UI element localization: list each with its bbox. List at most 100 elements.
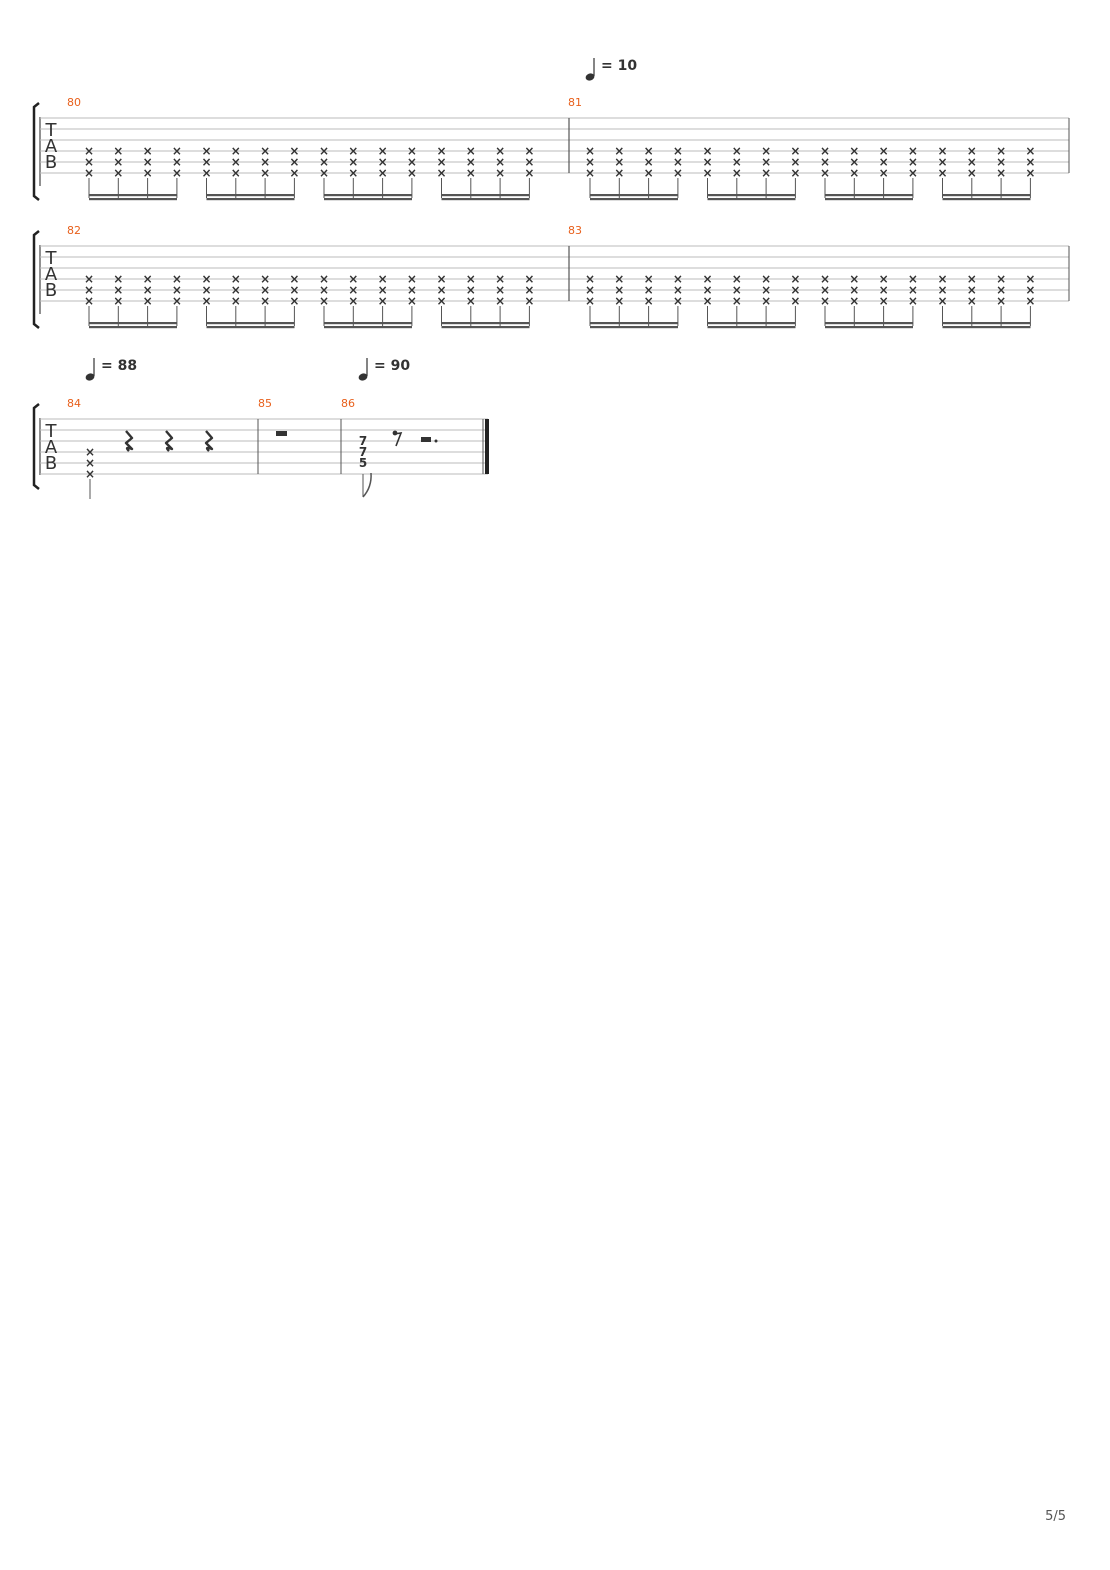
dead-note: × xyxy=(820,166,830,180)
beam xyxy=(441,322,530,325)
dead-note: × xyxy=(585,166,595,180)
dead-note: × xyxy=(378,272,388,286)
dead-note: × xyxy=(673,155,683,169)
dead-note: × xyxy=(466,155,476,169)
dead-note: × xyxy=(879,144,889,158)
dead-note: × xyxy=(172,283,182,297)
dead-note: × xyxy=(231,294,241,308)
beam xyxy=(441,194,530,197)
dead-note: × xyxy=(495,283,505,297)
dead-note: × xyxy=(172,166,182,180)
dead-note: × xyxy=(908,144,918,158)
tab-clef-letter: A xyxy=(45,136,58,157)
dead-note: × xyxy=(495,272,505,286)
tempo-note-head xyxy=(585,73,595,81)
beam xyxy=(324,326,412,329)
tempo-marking: = 10 xyxy=(601,58,637,74)
dead-note: × xyxy=(732,272,742,286)
dead-note: × xyxy=(407,294,417,308)
tab-clef-letter: T xyxy=(45,248,58,269)
dead-note: × xyxy=(466,144,476,158)
beam xyxy=(707,194,796,197)
dead-note: × xyxy=(702,166,712,180)
dead-note: × xyxy=(849,155,859,169)
measure-number: 83 xyxy=(568,224,582,237)
dead-note: × xyxy=(614,144,624,158)
dead-note: × xyxy=(289,272,299,286)
dead-note: × xyxy=(996,166,1006,180)
dead-note: × xyxy=(407,272,417,286)
tempo-note-head xyxy=(358,373,368,381)
dead-note: × xyxy=(113,272,123,286)
dead-note: × xyxy=(820,283,830,297)
beam xyxy=(707,198,796,201)
dead-note: × xyxy=(1025,166,1035,180)
dead-note: × xyxy=(967,155,977,169)
dead-note: × xyxy=(407,166,417,180)
dead-note: × xyxy=(201,294,211,308)
dead-note: × xyxy=(1025,272,1035,286)
dead-note: × xyxy=(84,155,94,169)
beam xyxy=(707,326,796,329)
dead-note: × xyxy=(849,144,859,158)
dead-note: × xyxy=(644,294,654,308)
system-bracket xyxy=(32,230,40,329)
dead-note: × xyxy=(378,166,388,180)
tab-clef-letter: B xyxy=(45,453,57,474)
dead-note: × xyxy=(849,272,859,286)
dead-note: × xyxy=(113,155,123,169)
dead-note: × xyxy=(201,166,211,180)
dead-note: × xyxy=(967,166,977,180)
dead-note: × xyxy=(1025,294,1035,308)
final-barline-thick xyxy=(485,419,489,474)
dead-note: × xyxy=(790,166,800,180)
dead-note: × xyxy=(820,144,830,158)
dead-note: × xyxy=(260,272,270,286)
dead-note: × xyxy=(879,166,889,180)
dead-note: × xyxy=(614,283,624,297)
dead-note: × xyxy=(143,283,153,297)
measure-number: 86 xyxy=(341,397,355,410)
dead-note: × xyxy=(644,155,654,169)
dead-note: × xyxy=(702,155,712,169)
dead-note: × xyxy=(524,283,534,297)
beam xyxy=(89,194,177,197)
dead-note: × xyxy=(172,272,182,286)
dead-note: × xyxy=(996,272,1006,286)
dead-note: × xyxy=(673,144,683,158)
dead-note: × xyxy=(260,166,270,180)
dead-note: × xyxy=(908,166,918,180)
beam xyxy=(825,326,913,329)
dead-note: × xyxy=(996,294,1006,308)
dead-note: × xyxy=(436,294,446,308)
dead-note: × xyxy=(937,294,947,308)
dead-note: × xyxy=(879,294,889,308)
beam xyxy=(324,194,412,197)
dead-note: × xyxy=(143,155,153,169)
dead-note: × xyxy=(378,294,388,308)
dead-note: × xyxy=(849,294,859,308)
beam xyxy=(441,326,530,329)
dead-note: × xyxy=(289,166,299,180)
dead-note: × xyxy=(673,294,683,308)
tempo-marking: = 90 xyxy=(374,358,410,374)
dead-note: × xyxy=(378,144,388,158)
beam xyxy=(206,198,295,201)
dead-note: × xyxy=(908,283,918,297)
dead-note: × xyxy=(231,155,241,169)
dead-note: × xyxy=(348,272,358,286)
dead-note: × xyxy=(732,166,742,180)
dead-note: × xyxy=(585,294,595,308)
dead-note: × xyxy=(879,283,889,297)
beam xyxy=(707,322,796,325)
dead-note: × xyxy=(84,283,94,297)
beam xyxy=(942,198,1031,201)
dead-note: × xyxy=(702,283,712,297)
dead-note: × xyxy=(84,166,94,180)
dead-note: × xyxy=(348,166,358,180)
dead-note: × xyxy=(790,294,800,308)
tempo-marking: = 88 xyxy=(101,358,137,374)
dead-note: × xyxy=(348,155,358,169)
beam xyxy=(590,326,678,329)
dead-note: × xyxy=(967,272,977,286)
